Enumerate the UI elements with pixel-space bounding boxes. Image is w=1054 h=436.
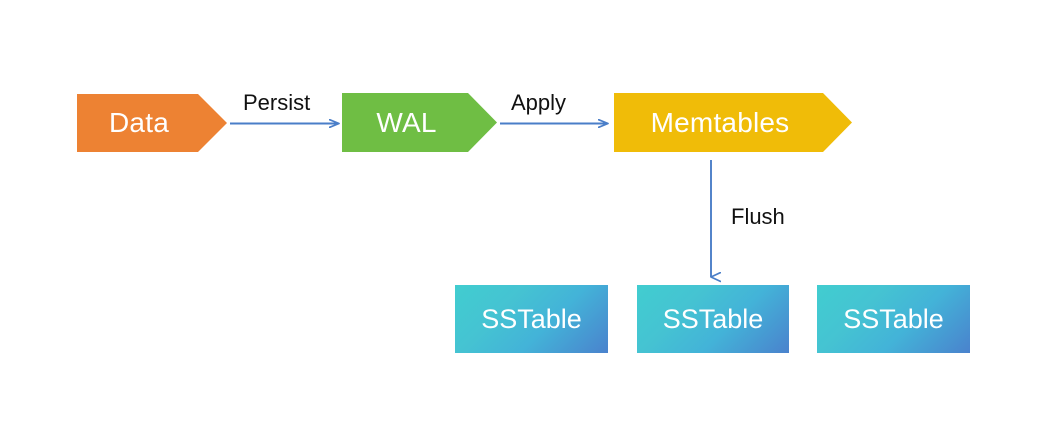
node-sstable-1[interactable]: SSTable	[455, 285, 608, 353]
edge-label-apply: Apply	[511, 90, 567, 115]
pentagon-shape-data	[77, 94, 227, 152]
node-label-memtables: Memtables	[650, 106, 790, 138]
node-label-sstable-3: SSTable	[843, 303, 944, 334]
node-label-data: Data	[109, 107, 169, 138]
node-label-wal: WAL	[376, 106, 437, 138]
pentagon-shape-wal	[342, 93, 497, 152]
node-label-sstable-2: SSTable	[662, 303, 764, 334]
edge-label-persist: Persist	[243, 90, 311, 115]
node-label-sstable-1: SSTable	[481, 303, 582, 334]
node-data[interactable]: Data	[77, 94, 227, 152]
node-wal[interactable]: WAL	[342, 93, 497, 152]
node-sstable-2[interactable]: SSTable	[637, 285, 789, 353]
node-memtables[interactable]: Memtables	[614, 93, 852, 152]
pentagon-shape-memtables	[614, 93, 852, 152]
node-sstable-3[interactable]: SSTable	[817, 285, 970, 353]
edge-label-flush: Flush	[731, 204, 785, 229]
